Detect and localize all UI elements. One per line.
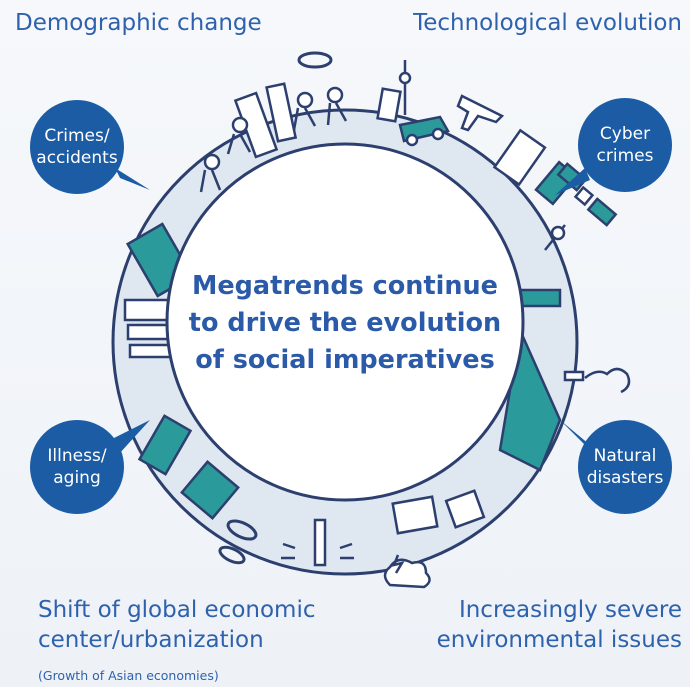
cyber-line2: crimes [596,146,654,166]
people-icon [199,86,348,193]
crimes-line1: Crimes/ [44,126,110,146]
tower-icon [376,60,412,123]
center-circle [165,142,525,502]
center-message: Megatrends continue to drive the evoluti… [170,268,520,379]
center-line1: Megatrends continue [192,271,498,301]
label-technological-evolution: Technological evolution [413,10,682,36]
factory-smoke-icon [563,367,631,394]
illness-line1: Illness/ [47,446,107,466]
cyber-line1: Cyber [599,124,651,144]
label-environmental-issues: Increasingly severe environmental issues [437,595,682,655]
airplane-icon [456,94,505,132]
environmental-line1: Increasingly severe [458,597,682,623]
cloud-lightning-icon [383,554,431,589]
economic-shift-line2: center/urbanization [38,627,264,653]
natural-line2: disasters [586,468,664,488]
economic-shift-subnote: (Growth of Asian economies) [38,668,219,683]
bubble-crimes-accidents: Crimes/accidents [30,100,124,194]
car-icon [398,115,450,147]
decorative-ovals [218,51,333,565]
center-line3: of social imperatives [195,345,495,375]
crimes-line2: accidents [36,148,118,168]
label-economic-shift: Shift of global economic center/urbaniza… [38,595,315,685]
label-demographic-change: Demographic change [15,10,262,36]
natural-line1: Natural [593,446,657,466]
lighthouse-icon [281,518,354,567]
bubble-illness-aging: Illness/aging [30,420,124,514]
center-line2: to drive the evolution [188,308,502,338]
environmental-line2: environmental issues [436,627,682,653]
economic-shift-line1: Shift of global economic [38,597,316,623]
illness-line2: aging [53,468,101,488]
